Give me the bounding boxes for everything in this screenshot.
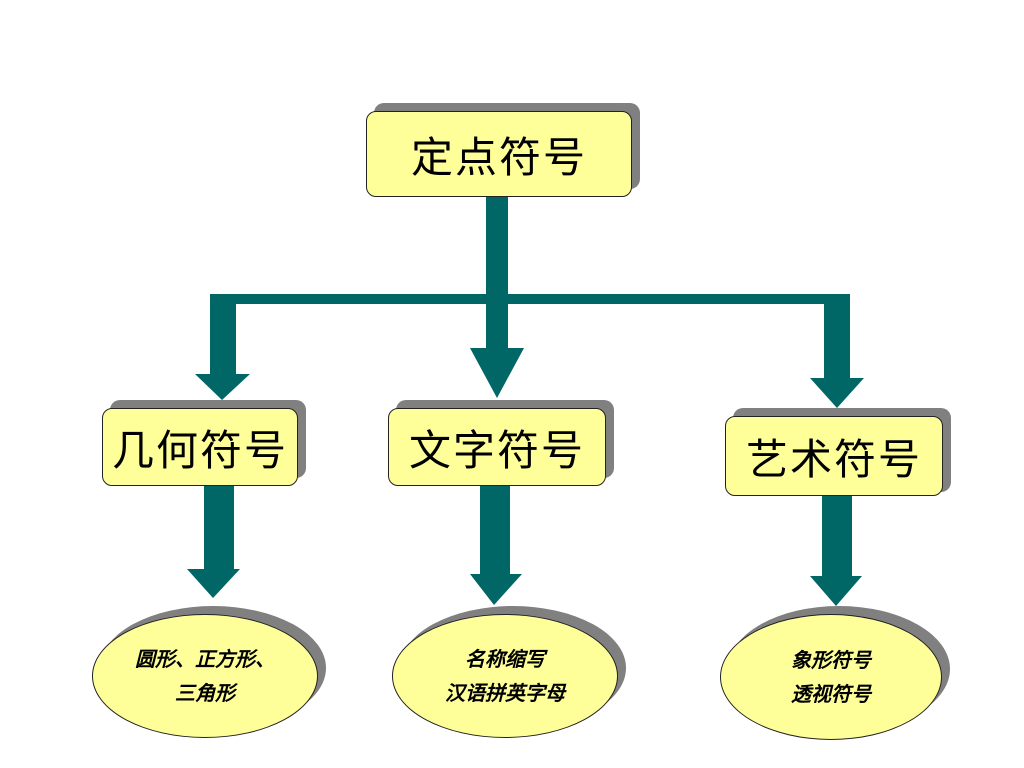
left-arrowhead [195, 374, 250, 400]
text-example-line-1: 名称缩写 [465, 647, 545, 671]
text-example-line-2: 汉语拼英字母 [445, 681, 565, 705]
category-label-art: 艺术符号 [745, 434, 922, 484]
geometry-example-line-2: 三角形 [175, 681, 235, 705]
art-examples: 象形符号 透视符号 [720, 614, 942, 740]
horizontal-connector [213, 294, 846, 304]
geometry-example-line-1: 圆形、正方形、 [135, 647, 275, 671]
geometry-down-arrowhead [187, 569, 240, 598]
root-node: 定点符号 [366, 111, 632, 197]
right-arrowhead [810, 378, 864, 408]
art-down-arrowhead [810, 576, 862, 606]
left-drop [210, 294, 236, 376]
text-down-stem [480, 486, 510, 576]
right-drop [824, 294, 850, 380]
category-node-art: 艺术符号 [725, 416, 943, 496]
geometry-examples: 圆形、正方形、 三角形 [92, 614, 318, 738]
category-label-text: 文字符号 [408, 425, 585, 475]
category-node-text: 文字符号 [388, 408, 606, 486]
art-example-line-1: 象形符号 [791, 648, 871, 672]
text-down-arrowhead [470, 574, 522, 605]
root-to-text-arrowhead [470, 348, 524, 398]
category-label-geometry: 几何符号 [111, 425, 288, 475]
root-stem [486, 196, 508, 350]
geometry-down-stem [204, 486, 234, 571]
text-examples: 名称缩写 汉语拼英字母 [392, 614, 618, 738]
art-example-line-2: 透视符号 [791, 682, 871, 706]
art-down-stem [822, 494, 852, 578]
category-node-geometry: 几何符号 [102, 408, 298, 486]
root-node-label: 定点符号 [410, 132, 587, 182]
